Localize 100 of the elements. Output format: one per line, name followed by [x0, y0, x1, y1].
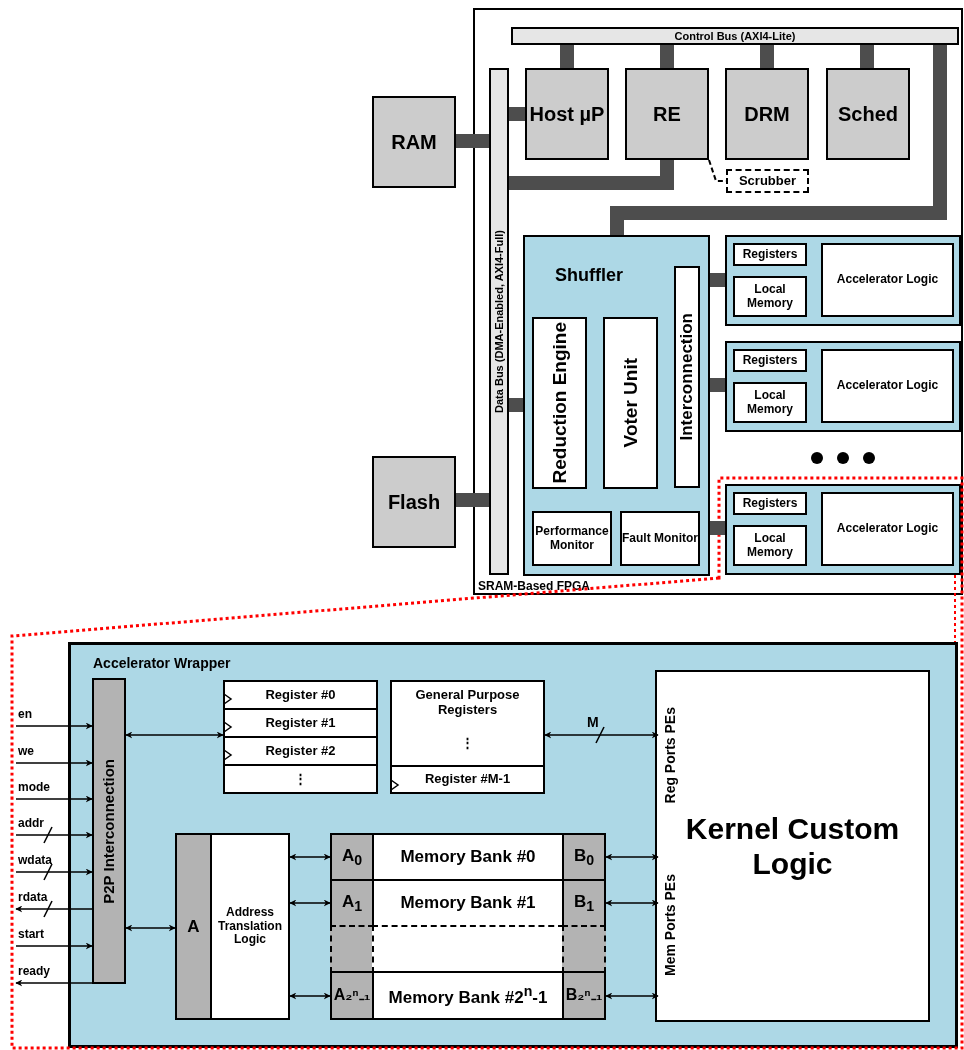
block-title: ⋮ — [460, 736, 475, 751]
block — [620, 511, 700, 566]
block — [674, 266, 700, 488]
block-label: RE — [653, 102, 681, 126]
bus-connector — [760, 45, 774, 68]
arrow — [15, 979, 93, 987]
block — [733, 243, 807, 266]
arrow — [289, 992, 331, 1000]
connector-line — [954, 574, 956, 643]
bus-bar — [511, 27, 959, 45]
port-block — [562, 879, 606, 927]
block-label: Interconnection — [677, 313, 697, 441]
block-title: Shuffler — [555, 265, 623, 286]
arrow — [125, 731, 224, 739]
block-label: B$_{1}$ — [573, 891, 595, 915]
memory-bank-box — [372, 833, 564, 881]
block-label: Register #0 — [265, 687, 336, 703]
bus-connector — [509, 107, 525, 121]
bus-connector — [710, 521, 725, 535]
block-label: Voter Unit — [619, 358, 642, 448]
edge-label: en — [18, 708, 32, 720]
block-label: Accelerator Logic — [836, 273, 939, 287]
accelerator-panel — [725, 235, 961, 326]
bus-connector — [710, 378, 725, 392]
bus-bar — [489, 68, 509, 575]
block — [625, 68, 709, 160]
block — [210, 833, 290, 1020]
port-block — [562, 971, 606, 1020]
accelerator-panel — [725, 341, 961, 432]
port-block — [330, 971, 374, 1020]
block-label: Local Memory — [746, 531, 794, 560]
memory-block — [372, 96, 456, 188]
block — [733, 276, 807, 317]
port-block — [330, 833, 374, 881]
port-block — [562, 833, 606, 881]
block — [733, 382, 807, 423]
fpga-boundary — [473, 8, 963, 595]
block-label: Registers — [742, 353, 798, 368]
port-block — [562, 925, 606, 973]
block-label: Flash — [387, 490, 441, 514]
block-label: B$_{0}$ — [573, 845, 595, 869]
block-label: Address Translation Logic — [217, 905, 283, 948]
block — [733, 525, 807, 566]
arrow — [15, 831, 93, 839]
arrow — [15, 868, 93, 876]
block-label: Memory Bank #0 — [400, 847, 536, 867]
register-bank — [390, 680, 545, 794]
bus-connector — [456, 493, 489, 507]
block-label: Scrubber — [738, 173, 797, 189]
block-label: Registers — [742, 496, 798, 511]
kernel-box — [655, 670, 930, 1022]
block-label: Reduction Engine — [548, 322, 571, 484]
block — [826, 68, 910, 160]
block — [603, 317, 658, 489]
port-block — [330, 879, 374, 927]
block-label: A₂ⁿ₋₁ — [333, 986, 371, 1005]
bus-connector — [710, 273, 725, 287]
dashed-box — [726, 169, 809, 193]
arrow — [289, 899, 331, 907]
block-label: Memory Bank #1 — [400, 893, 536, 913]
arrow — [15, 722, 93, 730]
block — [733, 349, 807, 372]
block-label: RAM — [391, 130, 437, 154]
arrow — [15, 905, 93, 913]
block-label: B₂ⁿ₋₁ — [565, 986, 603, 1005]
register-cell — [223, 736, 378, 766]
block-label: DRM — [744, 102, 790, 126]
block-label: Reg Ports PEs — [661, 706, 679, 804]
memory-bank-box — [372, 925, 564, 973]
block — [733, 492, 807, 515]
edge-label: addr — [18, 817, 44, 829]
bus-connector — [660, 45, 674, 68]
block — [821, 243, 954, 317]
interconnect-bar — [92, 678, 126, 984]
block — [725, 68, 809, 160]
bus-connector — [456, 134, 489, 148]
memory-bank-box — [372, 879, 564, 927]
block-label: Mem Ports PEs — [661, 874, 679, 976]
memory-bank-box — [372, 971, 564, 1020]
port-block — [175, 833, 212, 1020]
arrow — [15, 759, 93, 767]
block — [532, 511, 612, 566]
block-label: Fault Monitor — [622, 531, 698, 546]
block-label: Data Bus (DMA-Enabled, AXI4-Full) — [492, 230, 506, 413]
accelerator-panel — [725, 484, 961, 575]
block-label: Register #1 — [265, 715, 336, 731]
block-label: Accelerator Logic — [836, 379, 939, 393]
block-label: A — [187, 916, 200, 937]
block-label: Local Memory — [746, 282, 794, 311]
edge-label: rdata — [18, 891, 48, 903]
block-label: Host µP — [529, 102, 605, 126]
block-label: Control Bus (AXI4-Lite) — [674, 29, 796, 43]
block-title: SRAM-Based FPGA — [478, 580, 590, 594]
module-panel — [523, 235, 710, 576]
edge-label: we — [18, 745, 34, 757]
block-label: Accelerator Logic — [836, 522, 939, 536]
arrow — [125, 924, 176, 932]
block-label: ⋮ — [294, 771, 307, 787]
block-label: Local Memory — [746, 388, 794, 417]
wrapper-panel — [68, 642, 958, 1048]
